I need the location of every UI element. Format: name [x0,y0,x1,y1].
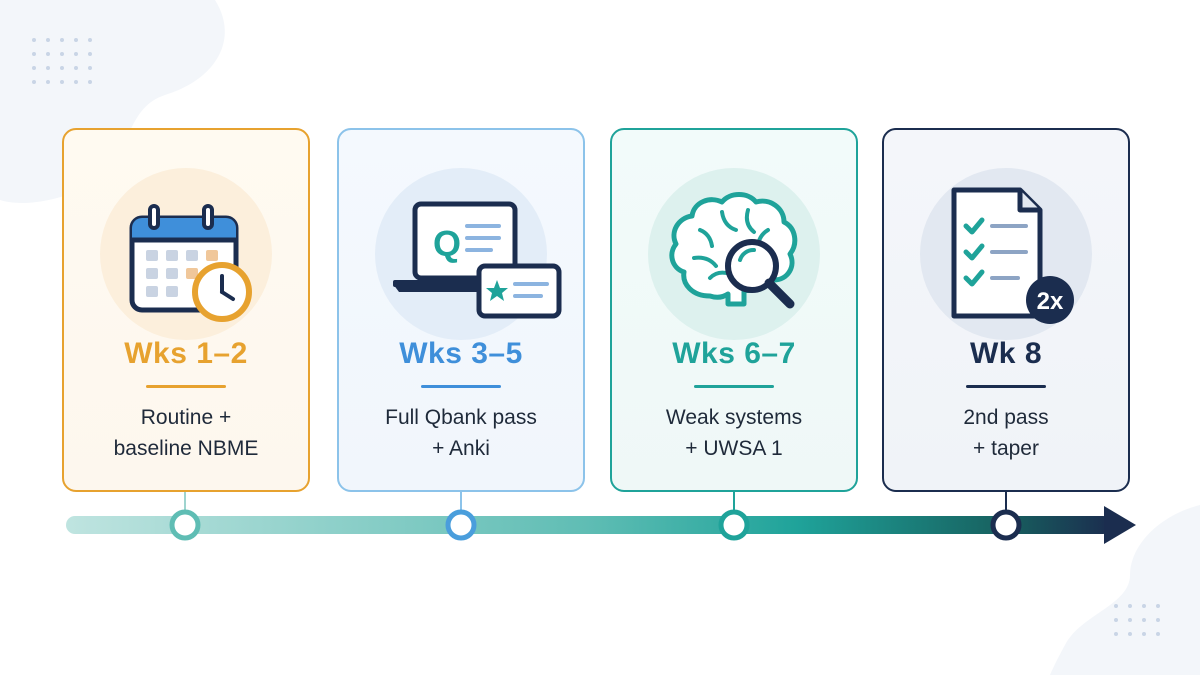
dot-grid-bottom-right [1114,604,1160,636]
phase-card-week-8: 2x Wk 8 2nd pass + taper [882,128,1130,492]
dot-grid-top-left [32,38,92,84]
phase-description-line-2: + UWSA 1 [685,437,783,460]
phase-description: Full Qbank pass + Anki [339,402,583,464]
phase-description-line-1: 2nd pass [963,406,1049,429]
badge-2x: 2x [1037,288,1064,315]
phase-description-line-1: Routine + [140,406,232,429]
phase-description-line-1: Weak systems [665,406,803,429]
phase-divider [421,385,501,388]
phase-description-line-2: + Anki [432,437,490,460]
phase-divider [694,385,774,388]
phase-title: Wks 3–5 [399,337,523,370]
phase-title: Wks 1–2 [124,337,248,370]
phase-description: Weak systems + UWSA 1 [612,402,856,464]
phase-description: Routine + baseline NBME [64,402,308,464]
phase-description-line-2: + taper [973,437,1039,460]
phase-description: 2nd pass + taper [884,402,1128,464]
phase-divider [146,385,226,388]
phase-divider [966,385,1046,388]
laptop-flashcard-icon: Q [375,168,562,340]
phase-card-weeks-3-5: Q Wks 3–5 Full Qbank pass + Anki [337,128,585,492]
phase-description-line-1: Full Qbank pass [385,406,537,429]
calendar-clock-icon [100,168,272,340]
phase-card-weeks-6-7: Wks 6–7 Weak systems + UWSA 1 [610,128,858,492]
phase-title: Wks 6–7 [672,337,796,370]
phase-description-line-2: baseline NBME [113,437,259,460]
timeline-marker-1 [169,509,201,541]
checklist-document-icon: 2x [920,168,1092,340]
timeline-marker-3 [718,509,750,541]
background-blob-bottom-right [1050,505,1200,675]
background-blob-top-left [0,0,225,203]
timeline-marker-2 [445,509,477,541]
brain-magnifier-icon [648,168,820,340]
laptop-screen-letter: Q [433,223,461,264]
phase-card-weeks-1-2: Wks 1–2 Routine + baseline NBME [62,128,310,492]
timeline-bar [66,516,1112,534]
phase-title: Wk 8 [969,337,1043,370]
